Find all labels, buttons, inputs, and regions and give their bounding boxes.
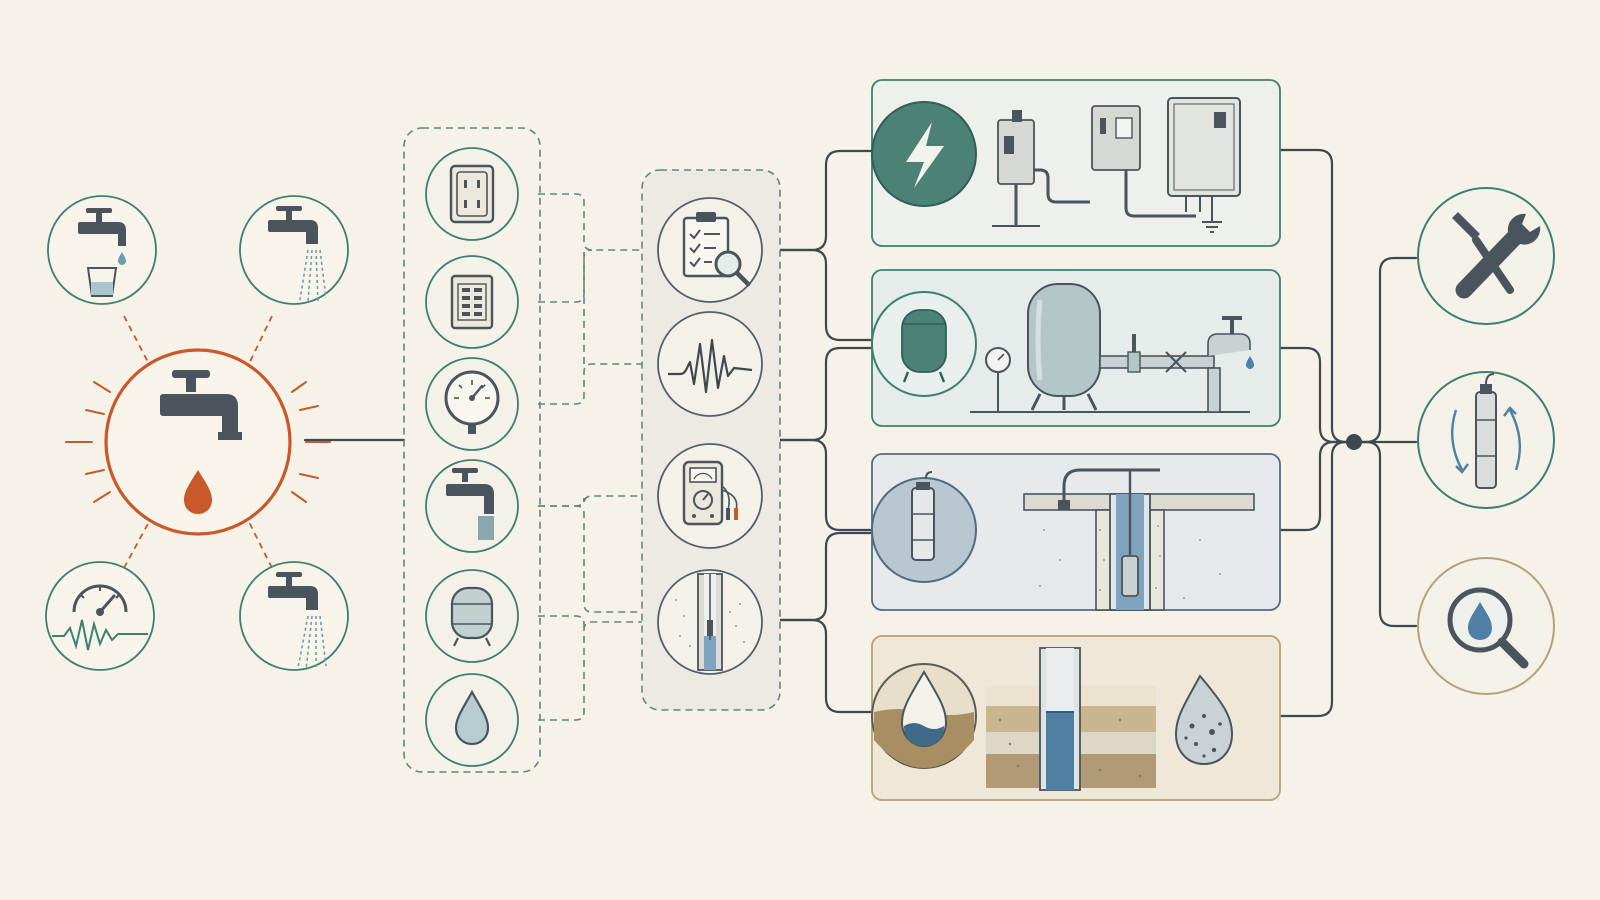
check-outlet[interactable] <box>425 147 519 241</box>
connector-hub-test <box>1356 440 1418 628</box>
well-cross-section-icon <box>675 573 745 671</box>
alert-rays <box>65 381 331 503</box>
connector-diag-tank <box>778 248 874 342</box>
connector-aquifer-hub <box>1278 440 1352 718</box>
pressure-system-illustration <box>970 283 1254 413</box>
diag-inspection[interactable] <box>657 197 763 303</box>
symptom-group <box>45 195 349 671</box>
water-test-icon <box>1447 587 1529 669</box>
aquifer-illustration <box>986 647 1234 791</box>
check-breaker[interactable] <box>425 255 519 349</box>
connector-diag-power <box>778 149 874 252</box>
pump-replace-icon <box>1450 373 1522 489</box>
system-pump-panel[interactable] <box>871 453 1281 611</box>
power-equipment-illustration <box>992 97 1241 233</box>
connector-diag-tank2 <box>778 346 874 442</box>
symptom-pressure-wave[interactable] <box>45 561 155 671</box>
diag-waveform[interactable] <box>657 311 763 417</box>
pressure-tank-icon <box>901 309 947 383</box>
connectors <box>303 148 1418 718</box>
pressure-tank-icon <box>450 586 494 647</box>
connector-power-hub <box>1278 148 1352 444</box>
connector-tank-hub <box>1278 346 1352 444</box>
check-water-drop[interactable] <box>425 673 519 767</box>
system-tank-panel[interactable] <box>871 269 1281 427</box>
pressure-gauge-wave-icon <box>52 584 148 651</box>
lightning-icon <box>906 122 944 188</box>
faucet-icon <box>446 468 494 540</box>
outlet-icon <box>449 164 495 224</box>
diag-well-section[interactable] <box>657 569 763 675</box>
orange-drop-icon <box>184 470 212 514</box>
symptom-spokes <box>123 315 273 569</box>
faucet-cup-icon <box>78 208 126 297</box>
check-pressure-gauge[interactable] <box>425 357 519 451</box>
clipboard-inspect-icon <box>682 212 751 287</box>
checks-column <box>403 127 541 773</box>
symptom-faucet-spray-top[interactable] <box>239 195 349 305</box>
system-aquifer-panel[interactable] <box>871 635 1281 801</box>
submersible-pump-icon <box>911 471 935 561</box>
diag-multimeter[interactable] <box>657 443 763 549</box>
check-pressure-tank[interactable] <box>425 569 519 663</box>
central-symptom-node[interactable] <box>104 348 292 536</box>
symptom-faucet-cup[interactable] <box>47 195 157 305</box>
wrench-screwdriver-icon <box>1452 212 1541 299</box>
system-power-panel[interactable] <box>871 79 1281 247</box>
connector-diag-pump2 <box>778 531 874 622</box>
junction-hub <box>1346 434 1362 450</box>
groundwater-drop-icon <box>874 670 974 768</box>
connector-diag-aquifer <box>778 618 874 714</box>
outcome-water-test[interactable] <box>1417 557 1555 695</box>
outcome-repair[interactable] <box>1417 187 1555 325</box>
breaker-panel-icon <box>450 274 494 330</box>
dashed-connectors <box>538 193 642 721</box>
symptom-faucet-spray-bottom[interactable] <box>239 561 349 671</box>
check-faucet[interactable] <box>425 459 519 553</box>
connector-hub-repair <box>1356 256 1418 444</box>
dripping-faucet-icon <box>160 370 242 440</box>
outcome-pump-replace[interactable] <box>1417 371 1555 509</box>
water-drop-icon <box>454 689 490 746</box>
well-illustration <box>1023 468 1255 611</box>
connector-diag-pump <box>778 438 874 532</box>
connector-pump-hub <box>1278 440 1352 532</box>
multimeter-icon <box>682 460 738 526</box>
waveform-icon <box>668 338 753 394</box>
faucet-spray-icon <box>268 206 327 303</box>
diagnostics-column <box>641 169 781 711</box>
faucet-spray-icon <box>268 572 327 671</box>
pressure-gauge-icon <box>444 370 500 434</box>
